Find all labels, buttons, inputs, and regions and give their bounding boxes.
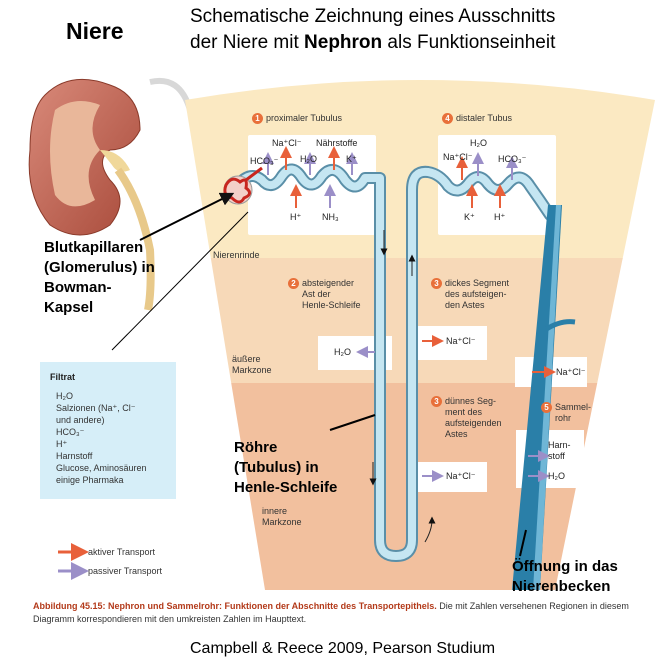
filtrat-item: Salzionen (Na⁺, Cl⁻ (56, 403, 136, 413)
filtrat-item: einige Pharmaka (56, 475, 124, 485)
filtrat-item: Glucose, Aminosäuren (56, 463, 147, 473)
collecting-duct (512, 205, 576, 590)
ion-hco3-proximal: HCO₃⁻ (250, 156, 279, 166)
ion-nacl-thin: Na⁺Cl⁻ (446, 471, 476, 481)
filtrat-item: H₂O (56, 391, 73, 401)
callout-tubulus: Röhre (Tubulus) in Henle-Schleife (234, 439, 338, 496)
ion-h2o-collecting: H₂O (548, 471, 565, 481)
legend-active: aktiver Transport (88, 547, 156, 557)
filtrat-item: und andere) (56, 415, 105, 425)
filtrat-item: HCO₃⁻ (56, 427, 85, 437)
filtrat-item: Harnstoff (56, 451, 93, 461)
ion-k-distal: K⁺ (464, 212, 475, 222)
ion-nacl-distal: Na⁺Cl⁻ (443, 152, 473, 162)
ion-nh3: NH₃ (322, 212, 339, 222)
ion-h-proximal: H⁺ (290, 212, 302, 222)
source-credit: Campbell & Reece 2009, Pearson Studium (190, 640, 496, 657)
figure-caption: Abbildung 45.15: Nephron und Sammelrohr:… (33, 601, 629, 624)
ion-k-proximal: K⁺ (346, 154, 357, 164)
ion-nacl-thick: Na⁺Cl⁻ (446, 336, 476, 346)
diagram-title: Schematische Zeichnung eines Ausschnitts… (190, 6, 556, 53)
ion-h2o-distal: H₂O (470, 138, 487, 148)
kidney-illustration (28, 77, 198, 311)
label-nierenrinde: Nierenrinde (213, 250, 260, 260)
filtrat-item: H⁺ (56, 439, 68, 449)
ion-h-distal: H⁺ (494, 212, 506, 222)
ion-nacl-collecting: Na⁺Cl⁻ (556, 367, 586, 377)
ion-harnstoff: Harn-stoff (548, 440, 571, 461)
ion-h2o-proximal: H₂O (300, 154, 317, 164)
tissue-zones (185, 80, 655, 590)
legend-passive: passiver Transport (88, 566, 163, 576)
ion-hco3-distal: HCO₃⁻ (498, 154, 527, 164)
ion-nacl-proximal: Na⁺Cl⁻ (272, 138, 302, 148)
filtrat-list: H₂O Salzionen (Na⁺, Cl⁻ und andere) HCO₃⁻ H⁺… (56, 390, 147, 486)
title-niere: Niere (66, 18, 124, 44)
ion-h2o-descending: H₂O (334, 347, 351, 357)
callout-nierenbecken: Öffnung in das Nierenbecken (512, 558, 618, 595)
ion-naehrstoffe: Nährstoffe (316, 138, 358, 148)
callout-glomerulus: Blutkapillaren (Glomerulus) in Bowman- K… (44, 239, 155, 316)
